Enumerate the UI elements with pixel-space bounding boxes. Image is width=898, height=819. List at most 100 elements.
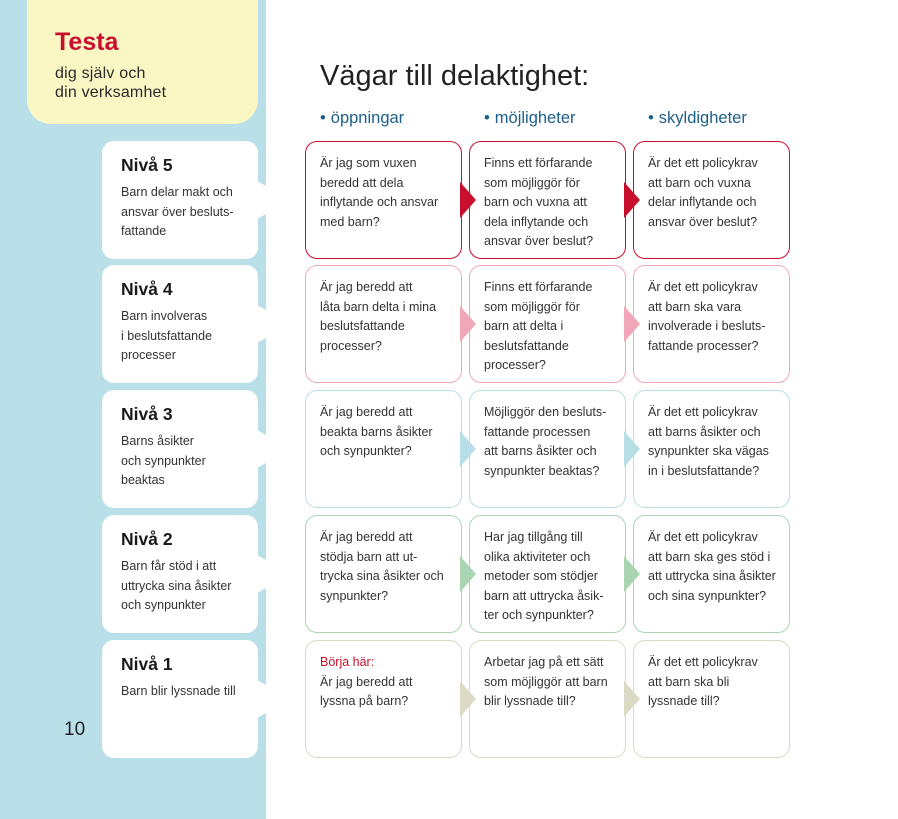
page-number: 10 xyxy=(64,719,86,740)
level-description: Barn blir lyssnade till xyxy=(121,682,251,702)
level-arrow xyxy=(257,181,291,219)
level-description-line: beaktas xyxy=(121,473,165,487)
connector-arrow xyxy=(624,306,640,342)
level-description-line: processer xyxy=(121,348,176,362)
question-line: lyssna på barn? xyxy=(320,694,409,708)
question-line: Är jag beredd att xyxy=(320,280,413,294)
question-line: beslutsfattande xyxy=(320,319,405,333)
question-line: ansvar över beslut? xyxy=(648,214,758,229)
main-title: Vägar till delaktighet: xyxy=(320,60,590,92)
question-line: stödja barn att ut- xyxy=(320,549,418,564)
question-line: låta barn delta i mina xyxy=(320,299,437,314)
question-box: Är jag som vuxen beredd att dela inflytand… xyxy=(305,141,462,259)
question-box: Möjliggör den besluts-fattande processen… xyxy=(469,390,626,508)
test-subtitle-line: din verksamhet xyxy=(55,84,167,101)
level-arrow xyxy=(257,680,291,718)
level-description-line: och synpunkter xyxy=(121,453,206,468)
question-line: beslutsfattande xyxy=(484,338,569,353)
level-description: Barns åsikter och synpunkter beaktas xyxy=(121,432,251,491)
question-line: synpunkter beaktas? xyxy=(484,463,600,478)
question-line: beakta barns åsikter xyxy=(320,424,433,439)
question-box: Är det ett policykrav att barn ska ges st… xyxy=(633,515,790,633)
connector-arrow xyxy=(624,182,640,218)
question-line: Är jag beredd att xyxy=(320,530,413,544)
level-description-line: ansvar över besluts- xyxy=(121,204,234,219)
question-line: inflytande och ansvar xyxy=(320,195,439,209)
question-box: Är jag beredd att stödja barn att ut-tryc… xyxy=(305,515,462,633)
level-description-line: i beslutsfattande xyxy=(121,328,213,343)
level-arrow xyxy=(257,305,291,343)
bullet: • xyxy=(484,109,490,127)
question-line: dela inflytande och xyxy=(484,214,589,229)
test-subtitle: dig själv och din verksamhet xyxy=(55,64,166,102)
question-line: in i beslutsfattande? xyxy=(648,463,760,478)
question-line: med barn? xyxy=(320,214,380,229)
level-description-line: fattande xyxy=(121,224,167,238)
level-title: Nivå 3 xyxy=(121,404,173,424)
column-header-oppningar: •öppningar xyxy=(320,109,404,128)
question-line: processer? xyxy=(320,338,382,353)
question-line: Arbetar jag på ett sätt xyxy=(484,655,604,669)
question-line: Finns ett förfarande xyxy=(484,156,593,170)
column-header-mojligheter: •möjligheter xyxy=(484,109,576,128)
question-line: att uttrycka sina åsikter xyxy=(648,569,776,583)
question-line: att barn ska ges stöd i xyxy=(648,549,771,564)
level-description-line: Barn blir lyssnade till xyxy=(121,684,236,698)
connector-arrow xyxy=(460,556,476,592)
question-line: Möjliggör den besluts- xyxy=(484,405,607,419)
question-line: delar inflytande och xyxy=(648,195,757,209)
level-description-line: Barns åsikter xyxy=(121,434,194,448)
question-line: Är det ett policykrav xyxy=(648,405,758,419)
question-line: Är det ett policykrav xyxy=(648,530,758,544)
question-line: att barns åsikter och xyxy=(484,444,597,458)
question-line: Är det ett policykrav xyxy=(648,156,758,170)
level-description-line: och synpunkter xyxy=(121,598,206,612)
question-line: och sina synpunkter? xyxy=(648,588,767,603)
question-line: beredd att dela xyxy=(320,175,404,190)
level-description-line: Barn involveras xyxy=(121,309,208,323)
start-here-label: Börja här: xyxy=(320,655,375,669)
question-line: Är det ett policykrav xyxy=(648,280,758,294)
question-line: som möjliggör att barn xyxy=(484,674,608,689)
question-line: synpunkter? xyxy=(320,588,389,603)
column-label: öppningar xyxy=(330,109,405,127)
test-title: Testa xyxy=(55,28,119,56)
level-card-niva-1: Nivå 1 Barn blir lyssnade till xyxy=(102,640,258,758)
question-box: Är jag beredd att låta barn delta i mina b… xyxy=(305,265,462,383)
connector-arrow xyxy=(460,306,476,342)
question-line: metoder som stödjer xyxy=(484,569,598,583)
question-line: som möjliggör för xyxy=(484,175,580,190)
question-line: Är jag som vuxen xyxy=(320,156,417,170)
column-label: skyldigheter xyxy=(658,109,747,127)
level-title: Nivå 1 xyxy=(121,654,173,674)
connector-arrow xyxy=(460,182,476,218)
question-line: synpunkter ska vägas xyxy=(648,444,769,458)
connector-arrow xyxy=(624,681,640,717)
question-line: blir lyssnade till? xyxy=(484,694,576,708)
question-line: Är det ett policykrav xyxy=(648,655,758,669)
connector-arrow xyxy=(460,681,476,717)
question-line: Är jag beredd att xyxy=(320,405,413,419)
question-line: trycka sina åsikter och xyxy=(320,569,444,583)
question-line: lyssnade till? xyxy=(648,694,720,708)
level-title: Nivå 5 xyxy=(121,155,173,175)
level-title: Nivå 2 xyxy=(121,529,173,549)
question-line: ter och synpunkter? xyxy=(484,608,594,622)
question-box: Arbetar jag på ett sätt som möjliggör att… xyxy=(469,640,626,758)
bullet: • xyxy=(648,109,654,127)
question-line: fattande processer? xyxy=(648,338,759,353)
test-box xyxy=(27,0,258,124)
question-line: att barn ska vara xyxy=(648,299,742,314)
